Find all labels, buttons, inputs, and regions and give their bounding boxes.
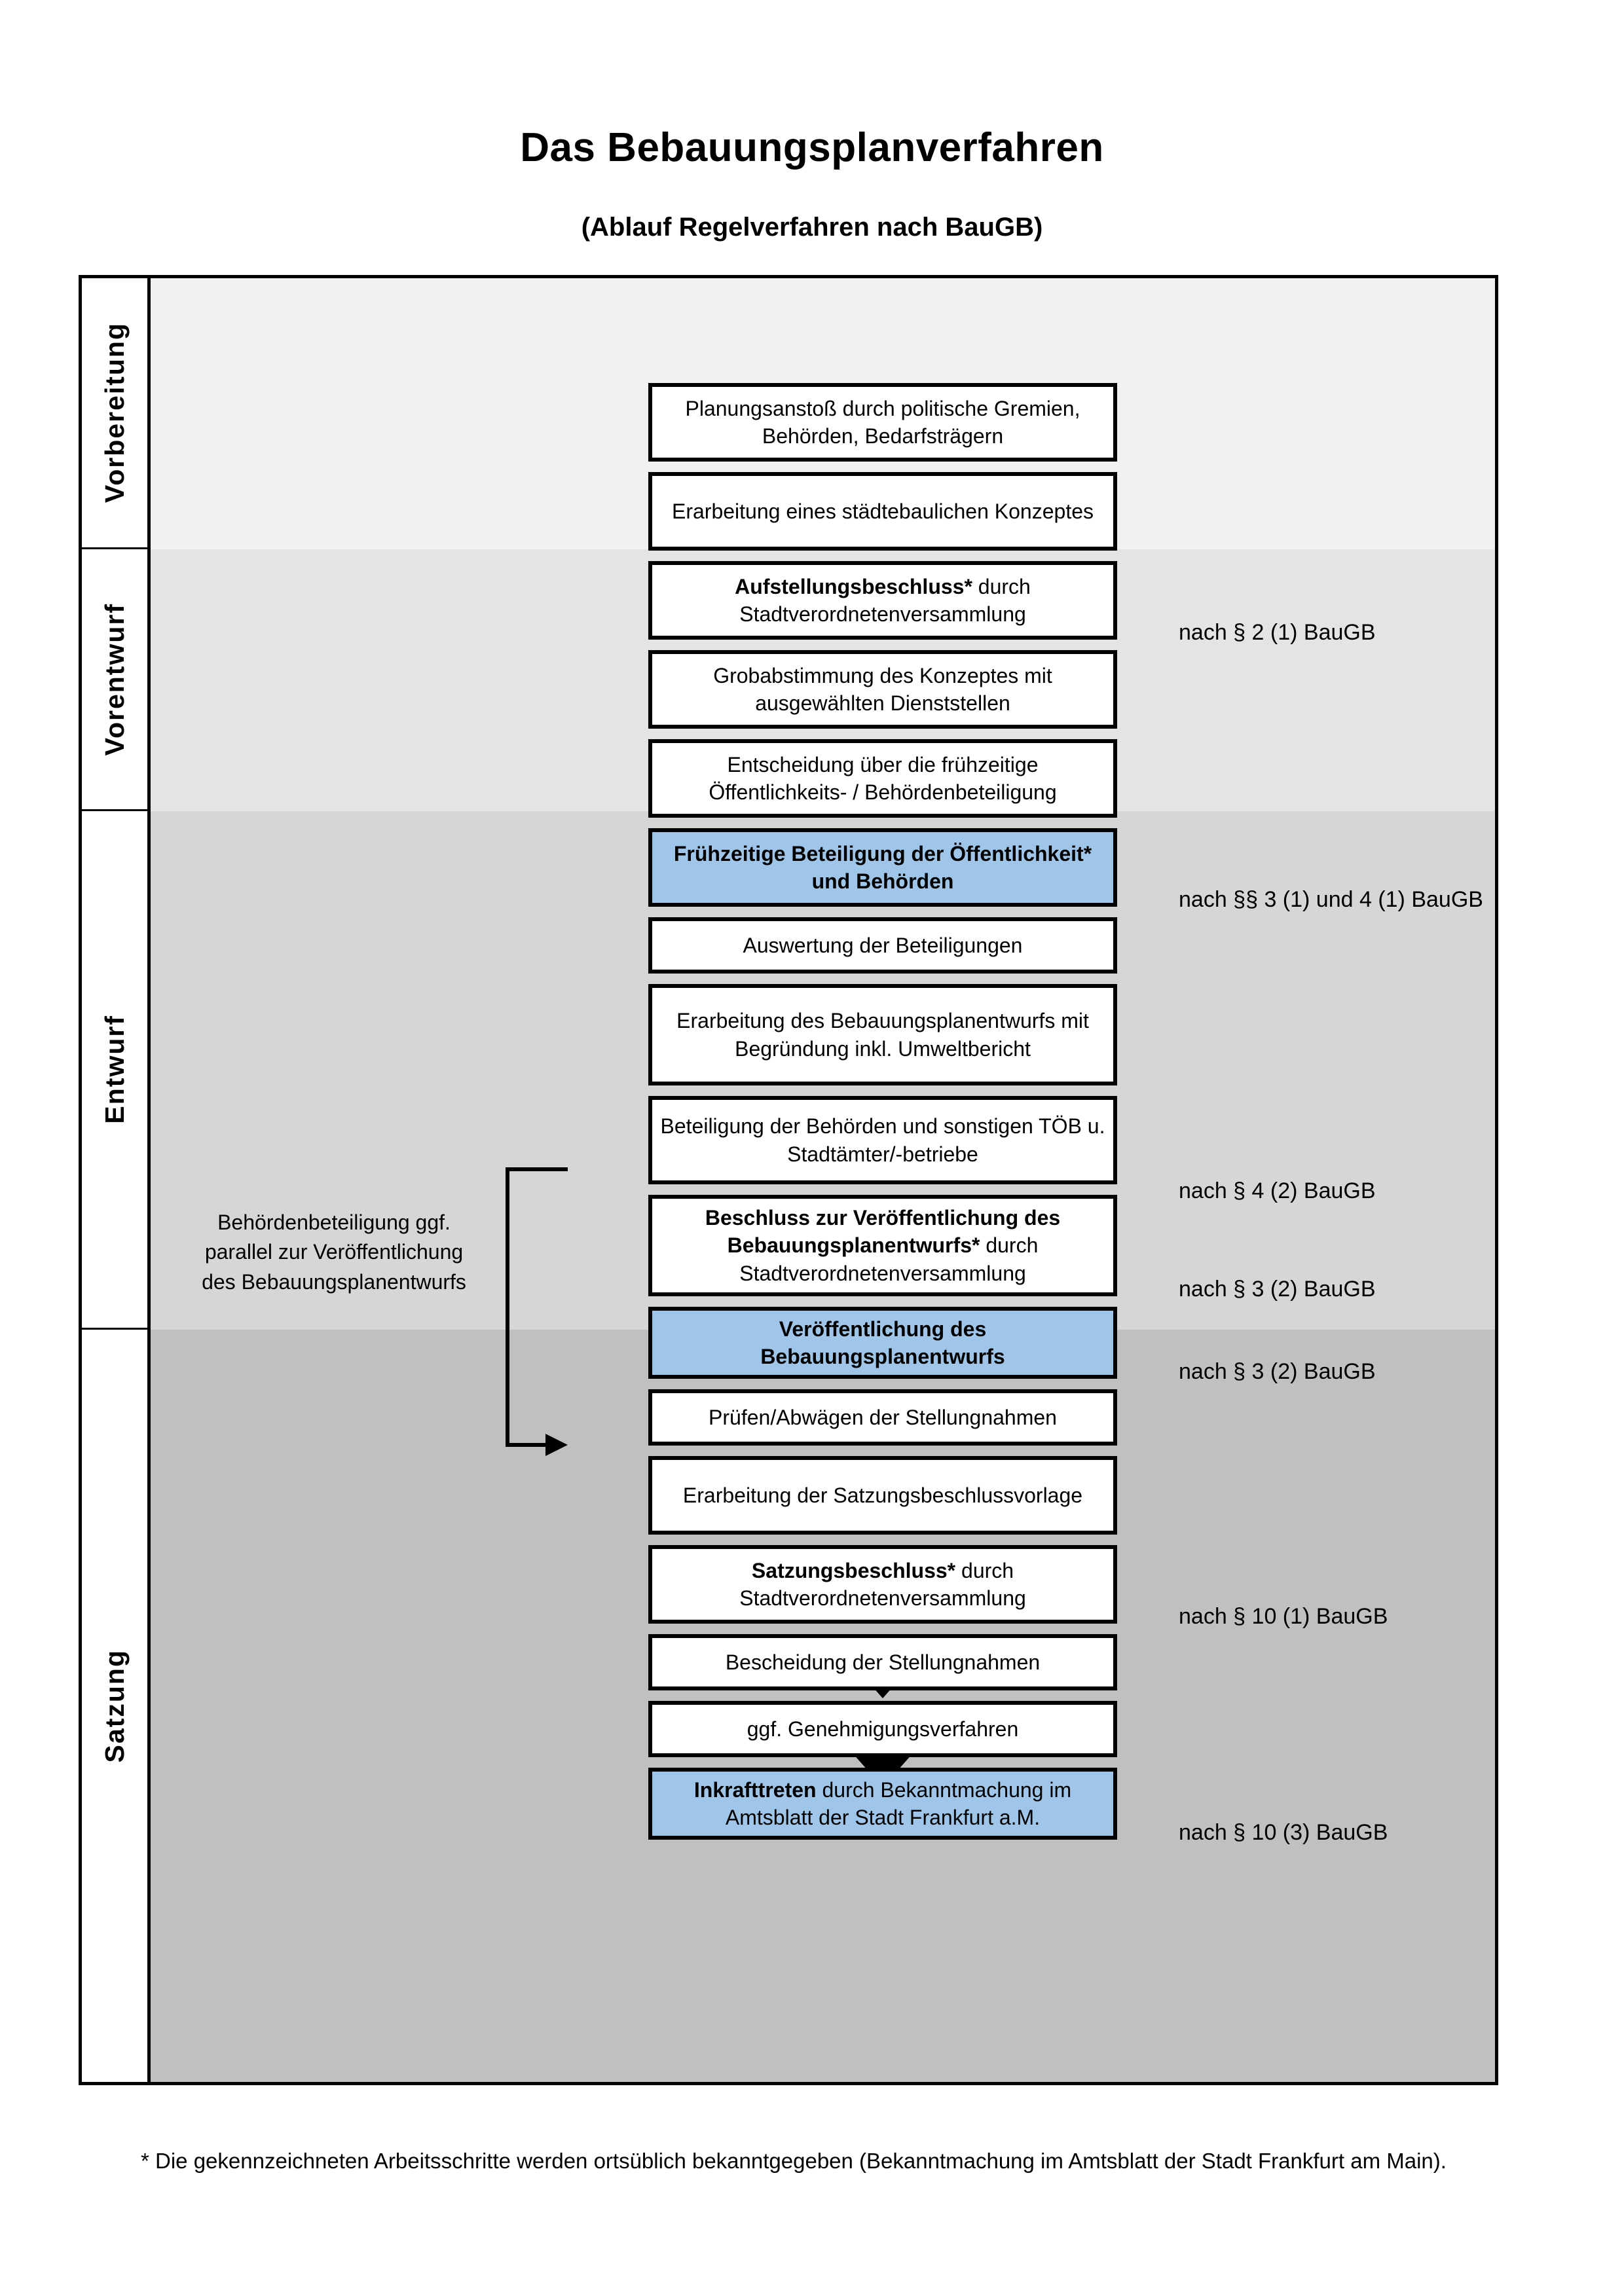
flow-node-entscheidung-fruehzeitig[interactable]: Entscheidung über die frühzeitige Öffent… (648, 739, 1117, 818)
branch-segment-vertical (506, 1167, 509, 1447)
flow-node-bold: Inkrafttreten (693, 1777, 817, 1802)
flow-node-text: Satzungsbeschluss* durch Stadtverordnete… (659, 1557, 1107, 1612)
flow-node-rest: durch Stadtverordnetenversammlung (739, 574, 1031, 626)
flow-node-grobabstimmung[interactable]: Grobabstimmung des Konzeptes mit ausgewä… (648, 650, 1117, 729)
flow-node-text: Prüfen/Abwägen der Stellungnahmen (709, 1405, 1057, 1429)
legal-ref-fruehzeitige-beteiligung: nach §§ 3 (1) und 4 (1) BauGB (1179, 887, 1483, 912)
flow-node-pruefen-abwaegen[interactable]: Prüfen/Abwägen der Stellungnahmen (648, 1389, 1117, 1446)
phase-label-text: Entwurf (99, 1015, 130, 1124)
flow-node-planungsanstoss[interactable]: Planungsanstoß durch politische Gremien,… (648, 383, 1117, 462)
page-title: Das Bebauungsplanverfahren (520, 125, 1104, 170)
phase-label-text: Vorbereitung (99, 322, 130, 503)
phase-label-vorentwurf: Vorentwurf (82, 549, 147, 811)
flow-node-text: Inkrafttreten durch Bekanntmachung im Am… (659, 1776, 1107, 1831)
flow-node-text: Beteiligung der Behörden und sonstigen T… (660, 1114, 1105, 1166)
phase-label-entwurf: Entwurf (82, 811, 147, 1330)
flow-node-beteiligung-behoerden[interactable]: Beteiligung der Behörden und sonstigen T… (648, 1096, 1117, 1184)
flow-node-auswertung[interactable]: Auswertung der Beteiligungen (648, 917, 1117, 974)
legal-ref-beschluss-veroeffentlichung: nach § 3 (2) BauGB (1179, 1277, 1376, 1302)
flow-node-satzungsbeschluss[interactable]: Satzungsbeschluss* durch Stadtverordnete… (648, 1545, 1117, 1624)
legal-ref-inkrafttreten: nach § 10 (3) BauGB (1179, 1820, 1388, 1845)
flow-node-text: Entscheidung über die frühzeitige Öffent… (709, 752, 1057, 804)
phase-label-satzung: Satzung (82, 1330, 147, 2082)
flow-node-bold: Satzungsbeschluss* (751, 1558, 956, 1582)
flow-node-veroeffentlichung[interactable]: Veröffentlichung des Bebauungsplanentwur… (648, 1307, 1117, 1379)
branch-segment-top (506, 1167, 568, 1171)
flow-node-text: ggf. Genehmigungsverfahren (747, 1717, 1019, 1741)
flow-node-bold: Frühzeitige Beteiligung der Öffentlichke… (673, 841, 1092, 893)
flow-node-text: Auswertung der Beteiligungen (743, 933, 1023, 957)
flow-node-inkrafttreten[interactable]: Inkrafttreten durch Bekanntmachung im Am… (648, 1768, 1117, 1840)
flow-node-text: Beschluss zur Veröffentlichung des Bebau… (659, 1204, 1107, 1287)
flow-node-bescheidung[interactable]: Bescheidung der Stellungnahmen (648, 1634, 1117, 1690)
legal-ref-aufstellungsbeschluss: nach § 2 (1) BauGB (1179, 620, 1376, 645)
flow-node-beschluss-veroeffentlichung[interactable]: Beschluss zur Veröffentlichung des Bebau… (648, 1195, 1117, 1296)
page-subtitle: (Ablauf Regelverfahren nach BauGB) (581, 213, 1043, 242)
flow-node-text: Bescheidung der Stellungnahmen (725, 1650, 1041, 1674)
flow-node-rest: durch Bekanntmachung im Amtsblatt der St… (725, 1777, 1072, 1829)
legal-ref-veroeffentlichung: nach § 3 (2) BauGB (1179, 1359, 1376, 1384)
flow-node-bold: Veröffentlichung des Bebauungsplanentwur… (760, 1317, 1005, 1368)
flow-node-bold: Beschluss zur Veröffentlichung des Bebau… (705, 1206, 1061, 1258)
label-column-divider (147, 278, 151, 2082)
phase-label-text: Vorentwurf (99, 602, 130, 756)
flow-node-text: Erarbeitung der Satzungsbeschlussvorlage (682, 1483, 1083, 1507)
flow-node-text: Frühzeitige Beteiligung der Öffentlichke… (659, 840, 1107, 895)
flow-node-text: Erarbeitung des Bebauungsplanentwurfs mi… (676, 1009, 1089, 1061)
legal-ref-satzungsbeschluss: nach § 10 (1) BauGB (1179, 1604, 1388, 1629)
footnote-text: * Die gekennzeichneten Arbeitsschritte w… (141, 2149, 1447, 2173)
flow-node-bold: Aufstellungsbeschluss* (735, 574, 972, 598)
legal-ref-beteiligung-behoerden: nach § 4 (2) BauGB (1179, 1178, 1376, 1203)
flow-node-satzungsbeschlussvorlage[interactable]: Erarbeitung der Satzungsbeschlussvorlage (648, 1456, 1117, 1535)
flow-node-genehmigungsverfahren[interactable]: ggf. Genehmigungsverfahren (648, 1701, 1117, 1757)
flow-node-text: Planungsanstoß durch politische Gremien,… (685, 396, 1080, 448)
phase-label-vorbereitung: Vorbereitung (82, 278, 147, 549)
phase-label-text: Satzung (99, 1649, 130, 1763)
flow-node-rest: durch Stadtverordnetenversammlung (739, 1558, 1026, 1610)
flowchart-frame: Vorbereitung Vorentwurf Entwurf Satzung … (79, 275, 1498, 2085)
side-note-behoerdenbeteiligung: Behördenbeteiligung ggf. parallel zur Ve… (202, 1211, 466, 1294)
branch-connector (506, 1167, 568, 1456)
branch-segment-bottom (506, 1443, 549, 1447)
flow-node-erarbeitung-bplan[interactable]: Erarbeitung des Bebauungsplanentwurfs mi… (648, 984, 1117, 1085)
flow-node-staedtebaul-konzept[interactable]: Erarbeitung eines städtebaulichen Konzep… (648, 472, 1117, 551)
flow-node-fruehzeitige-beteiligung[interactable]: Frühzeitige Beteiligung der Öffentlichke… (648, 828, 1117, 907)
flow-node-text: Aufstellungsbeschluss* durch Stadtverord… (659, 573, 1107, 628)
flow-node-rest: durch Stadtverordnetenversammlung (739, 1233, 1039, 1285)
flow-node-aufstellungsbeschluss[interactable]: Aufstellungsbeschluss* durch Stadtverord… (648, 561, 1117, 640)
flow-node-text: Grobabstimmung des Konzeptes mit ausgewä… (713, 663, 1052, 715)
branch-arrowhead-icon (545, 1434, 568, 1456)
flow-node-text: Erarbeitung eines städtebaulichen Konzep… (672, 499, 1094, 523)
flow-node-text: Veröffentlichung des Bebauungsplanentwur… (659, 1315, 1107, 1370)
